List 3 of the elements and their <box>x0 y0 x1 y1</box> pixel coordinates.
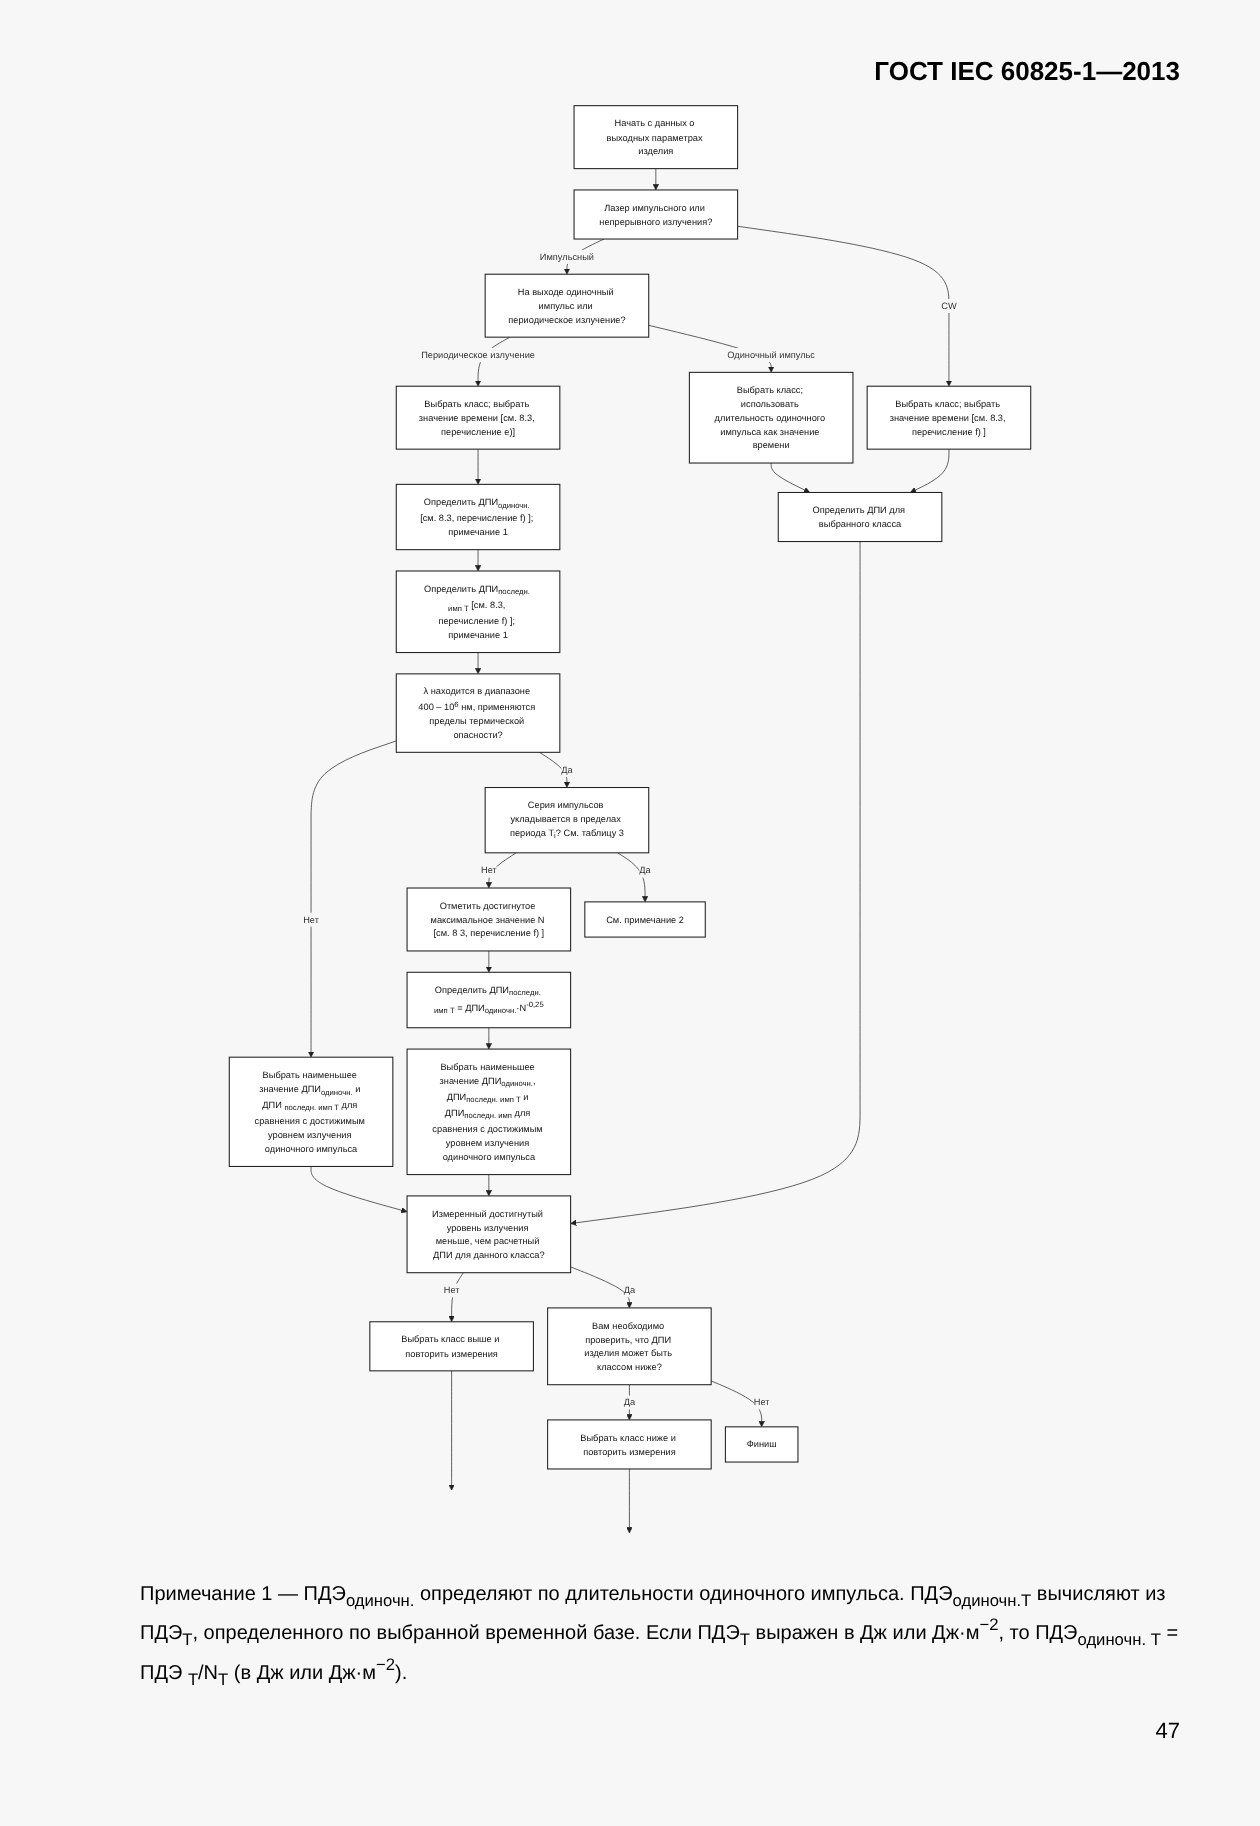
page-number: 47 <box>1155 1720 1180 1744</box>
document-header: ГОСТ IEC 60825-1—2013 <box>874 56 1180 86</box>
footnote: Примечание 1 — ПДЭ$_{одиночн.}$ определяют по длительности одиночного импульса. ПДЭ$_{одиночн.T}$ вычисляют из ПДЭ$_{T}$, определенного по выбранной временной базе. Если ПДЭ$_{T}$ выражен в Дж или Дж·м$^{−2}$, то ПДЭ$_{одиночн. T}$ = ПДЭ $_{T}$/N$_{T}$ (в Дж или Дж·м$^{−2}$). <box>140 1582 1181 1693</box>
